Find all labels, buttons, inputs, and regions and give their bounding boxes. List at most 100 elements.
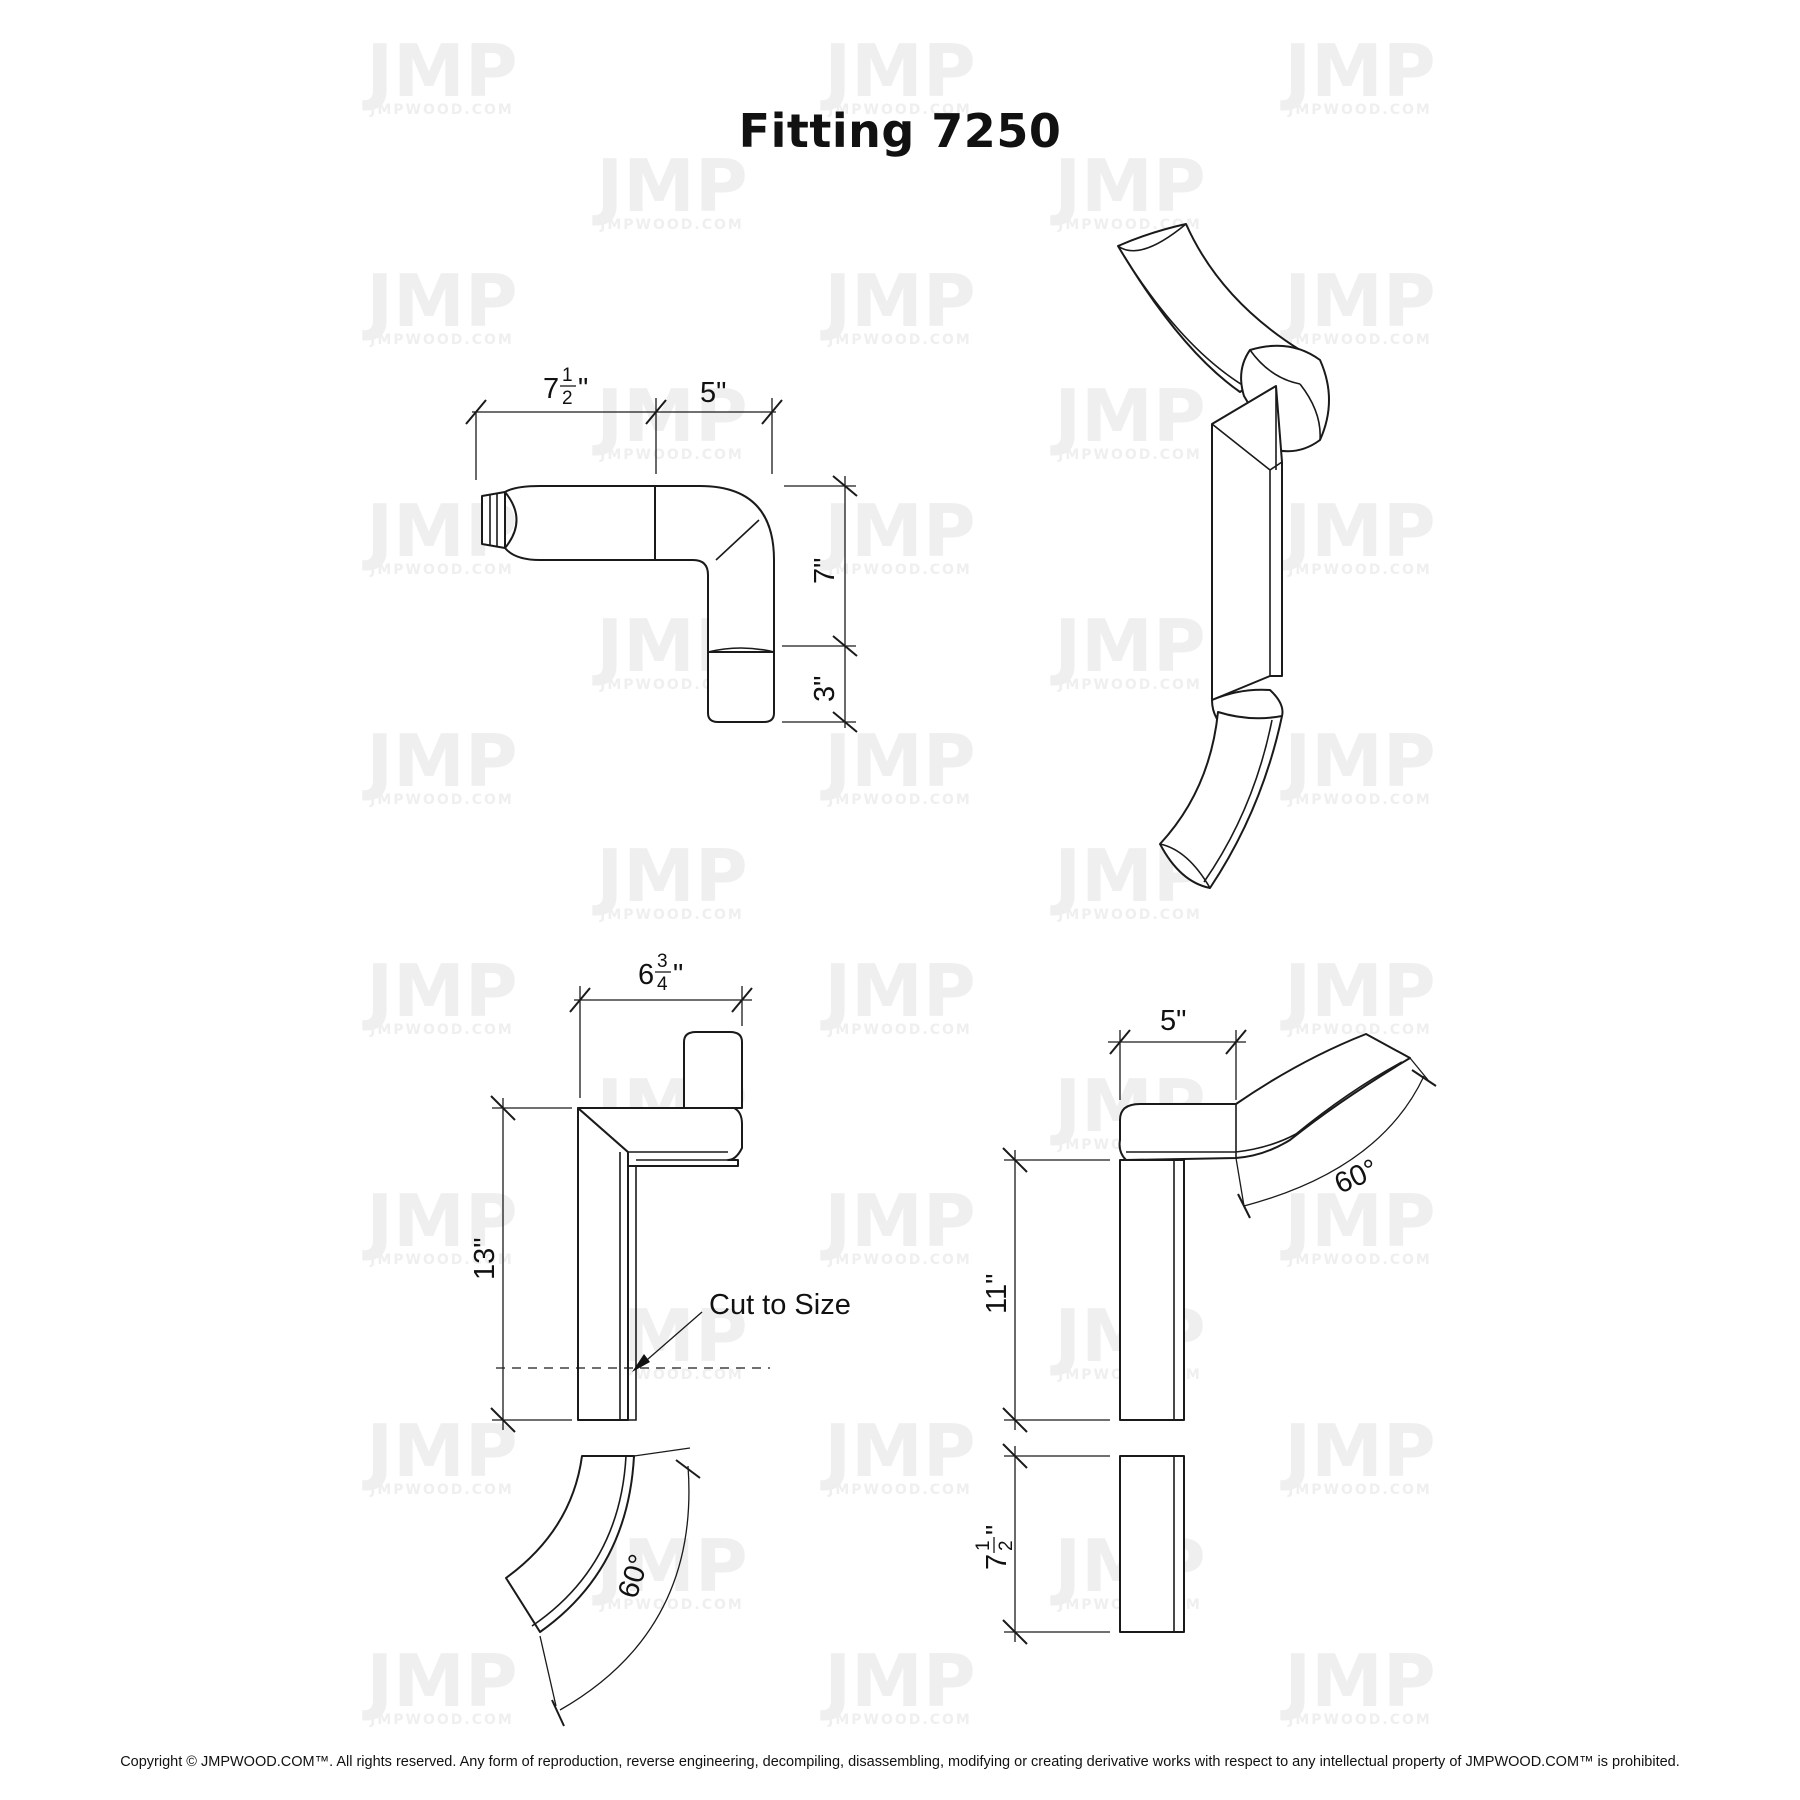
front-view-width-whole: 6 <box>638 959 654 991</box>
svg-text:JMPWOOD.COM: JMPWOOD.COM <box>827 1252 972 1268</box>
svg-text:JMP: JMP <box>819 259 975 343</box>
copyright-notice: Copyright © JMPWOOD.COM™. All rights res… <box>120 1754 1680 1770</box>
svg-text:JMP: JMP <box>361 719 517 803</box>
svg-text:JMP: JMP <box>591 834 747 918</box>
svg-text:JMP: JMP <box>361 949 517 1033</box>
svg-text:JMP: JMP <box>1279 259 1435 343</box>
svg-text:JMPWOOD.COM: JMPWOOD.COM <box>1287 1252 1432 1268</box>
front-view-width-unit: " <box>673 959 683 991</box>
svg-text:JMP: JMP <box>591 374 747 458</box>
front-view-width-frac-den: 4 <box>657 974 668 995</box>
side-view-offset-dim: 5" <box>1160 1005 1186 1037</box>
svg-text:JMPWOOD.COM: JMPWOOD.COM <box>1287 1712 1432 1728</box>
svg-text:JMPWOOD.COM: JMPWOOD.COM <box>1287 1482 1432 1498</box>
svg-text:JMP: JMP <box>361 1409 517 1493</box>
iso-lower-arm <box>1159 711 1283 889</box>
top-view-length-frac-num: 1 <box>562 365 573 386</box>
svg-text:JMP: JMP <box>819 719 975 803</box>
svg-text:JMP: JMP <box>1279 489 1435 573</box>
svg-text:JMP: JMP <box>361 259 517 343</box>
svg-text:JMP: JMP <box>819 1409 975 1493</box>
svg-text:JMP: JMP <box>819 1179 975 1263</box>
front-view-cut-note: Cut to Size <box>709 1289 851 1321</box>
svg-text:JMP: JMP <box>591 144 747 228</box>
top-view: 7 1 2 " 5" 7" 3" <box>465 365 858 733</box>
svg-text:JMPWOOD.COM: JMPWOOD.COM <box>1287 792 1432 808</box>
svg-text:JMP: JMP <box>1049 144 1205 228</box>
top-view-end-cap <box>481 491 506 549</box>
front-view-height-dim: 13" <box>469 1237 501 1280</box>
svg-text:JMP: JMP <box>819 489 975 573</box>
svg-text:JMPWOOD.COM: JMPWOOD.COM <box>827 1712 972 1728</box>
svg-text:JMP: JMP <box>1049 374 1205 458</box>
svg-text:JMPWOOD.COM: JMPWOOD.COM <box>599 447 744 463</box>
svg-text:JMPWOOD.COM: JMPWOOD.COM <box>369 1022 514 1038</box>
svg-text:JMPWOOD.COM: JMPWOOD.COM <box>599 907 744 923</box>
top-view-leg-dim: 3" <box>809 676 841 702</box>
side-view-lower-frac-num: 1 <box>973 1540 994 1551</box>
svg-text:JMP: JMP <box>819 949 975 1033</box>
side-view-lower-dim: 7 1 2 " <box>973 1525 1017 1570</box>
svg-text:JMP: JMP <box>819 1639 975 1723</box>
svg-text:JMPWOOD.COM: JMPWOOD.COM <box>827 1022 972 1038</box>
svg-text:JMPWOOD.COM: JMPWOOD.COM <box>599 677 744 693</box>
svg-text:JMPWOOD.COM: JMPWOOD.COM <box>599 1597 744 1613</box>
svg-text:JMPWOOD.COM: JMPWOOD.COM <box>369 332 514 348</box>
watermark-layer: JMPJMPWOOD.COMJMPJMPWOOD.COMJMPJMPWOOD.C… <box>361 29 1435 1728</box>
top-view-vertical-leg <box>707 651 775 723</box>
top-view-length-unit: " <box>578 373 588 405</box>
svg-text:JMPWOOD.COM: JMPWOOD.COM <box>1287 332 1432 348</box>
side-view-lower-member <box>1119 1455 1185 1633</box>
top-view-offset-dim: 5" <box>700 377 726 409</box>
front-view-upright-stub <box>683 1031 743 1109</box>
top-view-elbow <box>654 485 775 653</box>
svg-text:JMP: JMP <box>819 29 975 113</box>
svg-text:JMPWOOD.COM: JMPWOOD.COM <box>1057 677 1202 693</box>
top-view-drop-dim: 7" <box>809 558 841 584</box>
svg-text:JMPWOOD.COM: JMPWOOD.COM <box>1287 562 1432 578</box>
svg-text:JMPWOOD.COM: JMPWOOD.COM <box>1287 1022 1432 1038</box>
svg-text:JMP: JMP <box>1279 29 1435 113</box>
svg-text:JMPWOOD.COM: JMPWOOD.COM <box>827 562 972 578</box>
front-view-lower-arc <box>505 1455 635 1633</box>
svg-text:JMPWOOD.COM: JMPWOOD.COM <box>827 102 972 118</box>
isometric-view <box>1117 223 1330 889</box>
side-view-lower-whole: 7 <box>981 1554 1013 1570</box>
svg-text:JMPWOOD.COM: JMPWOOD.COM <box>599 1367 744 1383</box>
svg-text:JMP: JMP <box>361 1179 517 1263</box>
front-view: Cut to Size 6 3 4 " 13" 60° <box>469 951 851 1727</box>
svg-text:JMP: JMP <box>1279 719 1435 803</box>
svg-text:JMPWOOD.COM: JMPWOOD.COM <box>369 1482 514 1498</box>
side-view-vertical-member <box>1119 1159 1185 1421</box>
svg-text:JMPWOOD.COM: JMPWOOD.COM <box>369 792 514 808</box>
svg-text:JMP: JMP <box>361 1639 517 1723</box>
svg-text:JMPWOOD.COM: JMPWOOD.COM <box>1057 907 1202 923</box>
top-view-length-whole: 7 <box>543 373 559 405</box>
svg-text:JMP: JMP <box>1279 1409 1435 1493</box>
svg-text:JMPWOOD.COM: JMPWOOD.COM <box>369 562 514 578</box>
svg-text:JMPWOOD.COM: JMPWOOD.COM <box>1057 447 1202 463</box>
svg-text:JMP: JMP <box>361 29 517 113</box>
side-view-lower-frac-den: 2 <box>996 1540 1017 1551</box>
svg-text:JMPWOOD.COM: JMPWOOD.COM <box>369 1252 514 1268</box>
